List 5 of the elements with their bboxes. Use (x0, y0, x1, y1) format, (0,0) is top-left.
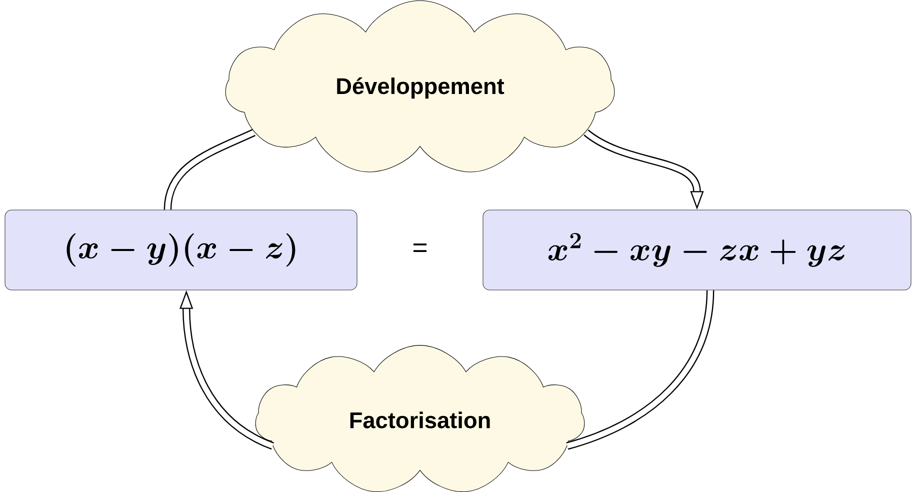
thought-cloud: Factorisation (255, 345, 585, 492)
equals-sign: = (414, 243, 426, 252)
thought-cloud: Développement (225, 0, 615, 172)
formula-box: $x^2-xy-zx+yz$ (482, 210, 912, 290)
formula-box: $(x-y)(x-z)$ (4, 210, 358, 290)
